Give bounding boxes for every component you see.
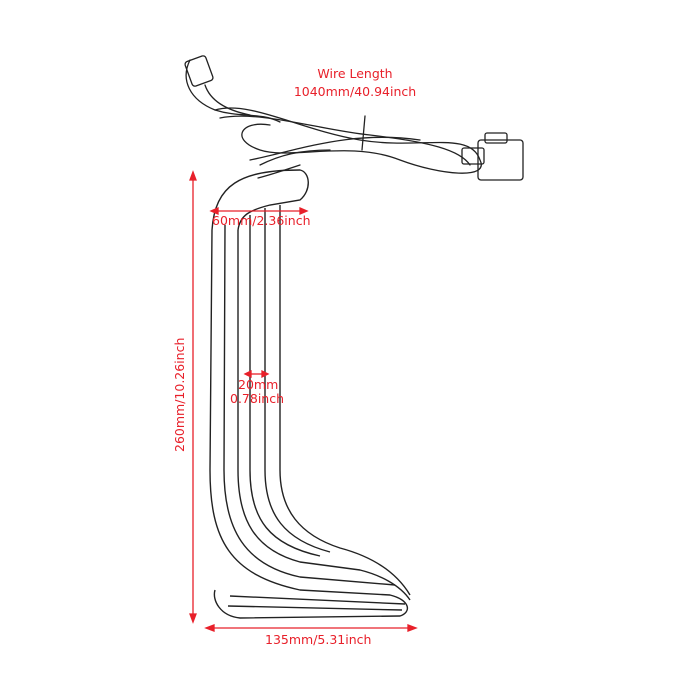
wire-length-value: 1040mm/40.94inch [293, 84, 417, 99]
bar-width-mm-label: 20mm [238, 377, 279, 392]
wire-length-title: Wire Length [317, 66, 393, 81]
dimension-lines [189, 170, 418, 632]
light-bar-body [209, 169, 411, 619]
height-label: 260mm/10.26inch [172, 337, 187, 452]
top-width-label: 60mm/2.36inch [212, 213, 311, 228]
wire-harness [184, 55, 524, 181]
bar-width-inch-label: 0.78inch [230, 391, 285, 406]
bottom-width-label: 135mm/5.31inch [265, 632, 372, 647]
